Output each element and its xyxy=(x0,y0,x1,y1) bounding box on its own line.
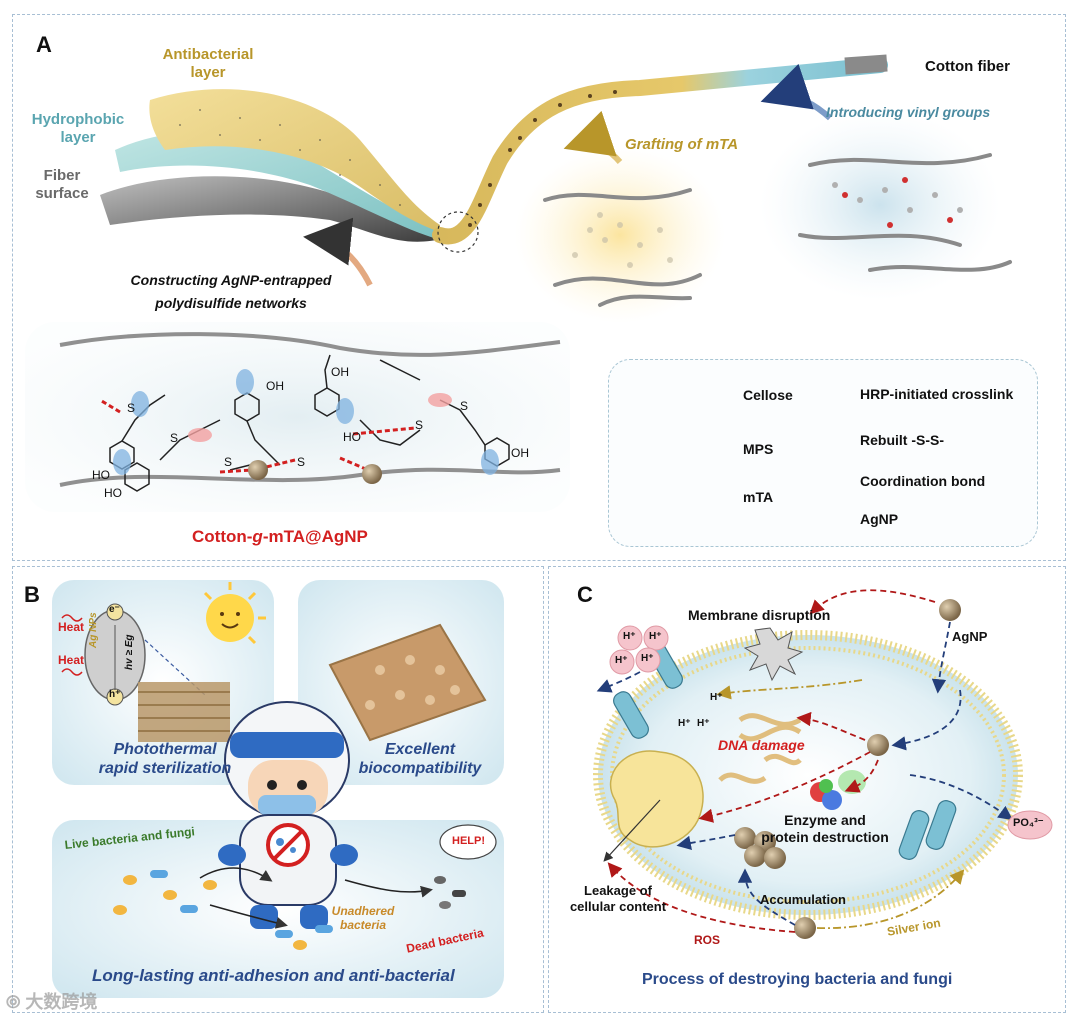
chem-s-6: S xyxy=(460,399,469,413)
mta-arrow xyxy=(563,110,623,165)
chem-ho-3: HO xyxy=(343,430,361,444)
panel-c-frame xyxy=(548,566,1066,1013)
agnp-label: AgNP xyxy=(952,629,988,644)
watermark: ⦾ 大数跨境 xyxy=(6,992,98,1012)
legend-cellose: Cellose xyxy=(743,387,793,403)
hydrophobic-sheet xyxy=(115,132,440,240)
po4-bubble xyxy=(1007,810,1053,840)
sun-icon xyxy=(203,582,266,645)
panel-c-caption: Process of destroying bacteria and fungi xyxy=(642,971,953,988)
hplus-bubbles xyxy=(609,625,669,675)
hplus-1: H⁺ xyxy=(623,631,636,642)
chem-s-1: S xyxy=(127,401,136,415)
mta-network xyxy=(543,188,702,307)
coordination-bonds xyxy=(99,398,416,474)
legend-hrp: HRP-initiated crosslink xyxy=(860,386,1014,402)
step-vinyl-label: Introducing vinyl groups xyxy=(826,104,991,120)
astronaut-character xyxy=(218,701,358,929)
hplus-7: H⁺ xyxy=(697,718,710,729)
cellulose-bottom xyxy=(59,467,561,487)
membrane-disruption-label: Membrane disruption xyxy=(688,607,831,623)
chem-oh-3: OH xyxy=(511,446,529,460)
legend-mta: mTA xyxy=(743,489,774,505)
hplus-4: H⁺ xyxy=(615,655,628,666)
cotton-fiber-end xyxy=(844,54,888,75)
legend-agnp: AgNP xyxy=(860,511,899,527)
vinyl-arrow xyxy=(760,63,833,121)
hole-label: h⁺ xyxy=(109,689,121,700)
heat-label-1: Heat xyxy=(58,620,85,634)
panel-c-letter: C xyxy=(577,582,593,607)
panel-b-letter: B xyxy=(24,582,40,607)
po4-label: PO₄³⁻ xyxy=(1013,817,1044,829)
fiber-surface-sheet xyxy=(100,176,445,242)
membrane-disruption-star xyxy=(743,627,804,682)
chem-oh-1: OH xyxy=(266,379,284,393)
product-label: Cotton-g-mTA@AgNP xyxy=(192,527,368,546)
chem-ho-1: HO xyxy=(92,468,110,482)
vinyl-network xyxy=(798,153,1012,272)
chem-s-2: S xyxy=(170,431,179,445)
zoom-circle xyxy=(437,211,479,253)
fabric-swatch xyxy=(328,623,487,742)
legend-mps: MPS xyxy=(743,441,774,457)
legend-coordination: Coordination bond xyxy=(860,473,986,489)
chem-s-5: S xyxy=(415,418,424,432)
network-agnp xyxy=(248,460,382,484)
ros-label: ROS xyxy=(694,933,721,947)
panel-a-frame xyxy=(12,14,1066,561)
watermark-icon: ⦾ xyxy=(6,992,21,1012)
step-mta-label: Grafting of mTA xyxy=(625,136,739,153)
cell-agnp xyxy=(734,599,961,939)
cotton-fiber-label: Cotton fiber xyxy=(925,58,1010,75)
hplus-5: H⁺ xyxy=(710,692,723,703)
antibacterial-sheet xyxy=(149,89,440,233)
ag-nps-label: Ag NPs xyxy=(88,612,99,648)
help-bubble xyxy=(439,824,497,860)
panel-b-caption: Long-lasting anti-adhesion and anti-bact… xyxy=(92,966,455,985)
chem-s-3: S xyxy=(224,455,233,469)
help-text: HELP! xyxy=(452,835,485,847)
dna-damage-label: DNA damage xyxy=(718,737,805,753)
hrp-crosslinks xyxy=(113,369,499,475)
chem-oh-2: OH xyxy=(331,365,349,379)
chem-ho-2: HO xyxy=(104,486,122,500)
panel-a-letter: A xyxy=(36,32,52,57)
ion-channels xyxy=(613,641,957,860)
electron-label: e⁻ xyxy=(109,604,120,615)
legend-ss: Rebuilt -S-S- xyxy=(860,432,944,448)
hv-label: hv ≥ Eg xyxy=(124,634,135,671)
cotton-fiber-strand xyxy=(432,57,888,245)
hplus-6: H⁺ xyxy=(678,718,691,729)
ss-bonds xyxy=(188,393,452,442)
bacteria-group xyxy=(113,870,466,950)
leakage-blob xyxy=(609,750,704,848)
hplus-2: H⁺ xyxy=(649,631,662,642)
legend-box xyxy=(608,359,1038,547)
dna-strands xyxy=(718,713,802,784)
chem-s-4: S xyxy=(297,455,306,469)
panel-b-frame xyxy=(12,566,544,1013)
hplus-3: H⁺ xyxy=(641,653,654,664)
accumulation-label: Accumulation xyxy=(760,892,846,907)
heat-label-2: Heat xyxy=(58,653,85,667)
agnp-arrow xyxy=(303,217,373,287)
cellulose-top xyxy=(59,332,561,357)
